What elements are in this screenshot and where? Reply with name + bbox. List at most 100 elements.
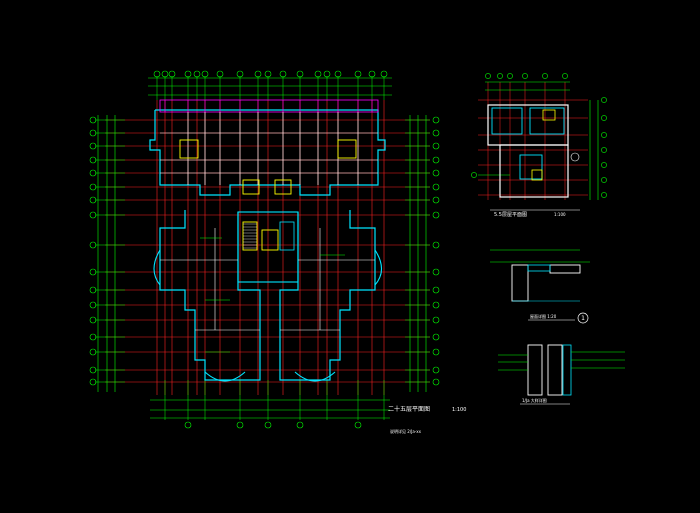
upper-wing-outline [149, 109, 386, 196]
axis-bubble-left [89, 211, 97, 219]
axis-bubble-left [471, 172, 477, 178]
detail-wall [511, 264, 529, 302]
roof-vent [531, 169, 543, 181]
main-plan-scale: 1:100 [452, 407, 466, 413]
detail-column [547, 344, 563, 396]
axis-bubble-top [380, 70, 388, 78]
axis-bubble-top [279, 70, 287, 78]
detail-2-caption: 1/Ja 大样详图 [522, 397, 547, 403]
axis-bubble-right [432, 183, 440, 191]
axis-bubble-top [497, 73, 503, 79]
axis-bubble-right [432, 366, 440, 374]
axis-bubble-top [296, 70, 304, 78]
axis-bubble-top [153, 70, 161, 78]
axis-bubble-top [542, 73, 548, 79]
stair-core [274, 179, 292, 195]
axis-bubble-top [161, 70, 169, 78]
main-floor-plan [89, 70, 440, 429]
axis-bubble-right [432, 156, 440, 164]
axis-bubble-left [89, 286, 97, 294]
axis-bubble-left [89, 316, 97, 324]
axis-bubble-right [432, 268, 440, 276]
axis-bubble-right [601, 162, 607, 168]
axis-bubble-bottom [354, 421, 362, 429]
roof-room [491, 107, 523, 135]
section-detail-1 [490, 249, 590, 324]
axis-bubble-right [432, 116, 440, 124]
axis-bubble-left [89, 268, 97, 276]
axis-bubble-right [432, 169, 440, 177]
roof-plan [471, 73, 607, 211]
axis-bubble-top [334, 70, 342, 78]
roof-room [529, 107, 565, 135]
roof-room [519, 154, 543, 180]
axis-bubble-right [432, 348, 440, 356]
axis-bubble-top [354, 70, 362, 78]
axis-bubble-left [89, 183, 97, 191]
axis-bubble-top [507, 73, 513, 79]
axis-bubble-top [485, 73, 491, 79]
axis-bubble-right [432, 142, 440, 150]
axis-bubble-top [184, 70, 192, 78]
elevator-1 [261, 229, 279, 251]
bathroom-block [337, 139, 357, 159]
axis-bubble-top [562, 73, 568, 79]
axis-bubble-left [89, 348, 97, 356]
axis-bubble-top [254, 70, 262, 78]
roof-plan-title: 5.5层屋平面图 [494, 212, 527, 218]
detail-column [527, 344, 543, 396]
main-plan-note: 说明详见 2/Ja-xx [390, 428, 422, 434]
bay-window-left [153, 249, 161, 286]
axis-bubble-top [168, 70, 176, 78]
section-detail-2 [498, 344, 625, 405]
detail-marker-circle [577, 312, 589, 324]
detail-1-caption: 屋面详图 1:20 [530, 313, 557, 319]
axis-bubble-left [89, 366, 97, 374]
axis-bubble-right [432, 211, 440, 219]
roof-marker [570, 152, 580, 162]
axis-bubble-bottom [236, 421, 244, 429]
axis-bubble-left [89, 129, 97, 137]
axis-bubble-top [236, 70, 244, 78]
detail-beam [527, 264, 551, 272]
axis-bubble-right [601, 132, 607, 138]
axis-bubble-left [89, 301, 97, 309]
axis-bubble-left [89, 116, 97, 124]
bathroom-block [179, 139, 199, 159]
axis-bubble-right [601, 97, 607, 103]
roof-lower-box [499, 144, 569, 198]
roof-vent [542, 109, 556, 121]
lower-left-wing [159, 210, 261, 381]
axis-bubble-right [432, 241, 440, 249]
detail-slab [549, 264, 581, 274]
stair-core [242, 179, 260, 195]
axis-bubble-left [89, 241, 97, 249]
bay-window-right [374, 249, 383, 286]
axis-bubble-left [89, 196, 97, 204]
axis-bubble-right [432, 286, 440, 294]
axis-bubble-top [201, 70, 209, 78]
axis-bubble-top [216, 70, 224, 78]
axis-bubble-top [264, 70, 272, 78]
bay-window-bottom-right [294, 371, 336, 382]
elevator-2 [279, 221, 295, 251]
axis-bubble-right [601, 177, 607, 183]
axis-bubble-top [314, 70, 322, 78]
axis-bubble-right [432, 301, 440, 309]
axis-bubble-bottom [184, 421, 192, 429]
axis-bubble-bottom [264, 421, 272, 429]
axis-bubble-right [432, 378, 440, 386]
detail-wall [562, 344, 572, 396]
detail-1-marker: 1 [581, 315, 585, 322]
axis-bubble-left [89, 333, 97, 341]
balcony-band [159, 99, 379, 113]
axis-bubble-right [432, 333, 440, 341]
axis-bubble-left [89, 169, 97, 177]
main-plan-title: 二十五层平面图 [388, 405, 430, 413]
axis-bubble-left [89, 156, 97, 164]
axis-bubble-right [432, 196, 440, 204]
lower-right-wing [279, 210, 376, 381]
roof-plan-scale: 1:100 [554, 212, 566, 217]
axis-bubble-top [193, 70, 201, 78]
